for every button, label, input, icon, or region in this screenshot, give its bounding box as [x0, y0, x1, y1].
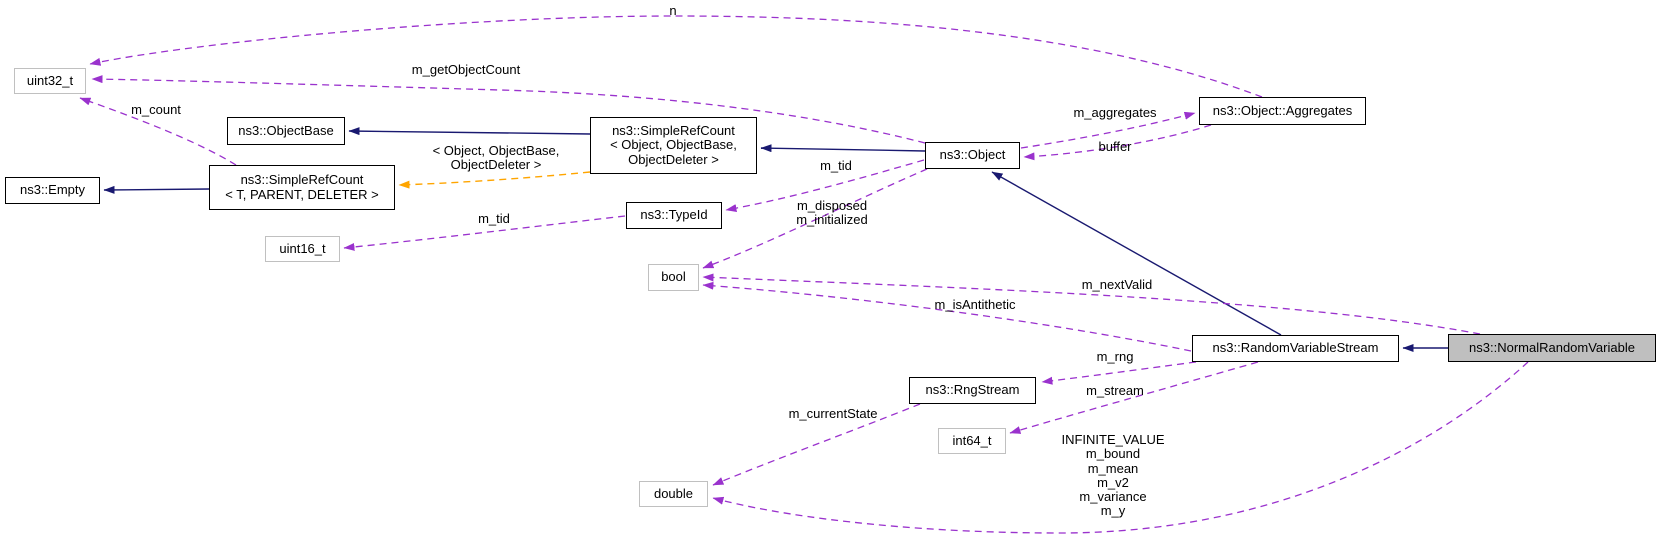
edge-label-m-disposed-initialized: m_disposed m_initialized [796, 198, 868, 228]
edge-m-tid-typeid [343, 215, 626, 251]
edge-label-m-nextvalid: m_nextValid [1081, 277, 1153, 292]
node-ns3-rngstream[interactable]: ns3::RngStream [909, 377, 1036, 404]
edge-label-m-rng: m_rng [1096, 349, 1134, 364]
edge-m-rng [1041, 361, 1197, 385]
edge-m-tid-object [725, 159, 925, 213]
edge-m-aggregates [1020, 111, 1196, 149]
edge-label-buffer: buffer [1098, 139, 1132, 154]
edge-m-getObjectCount [91, 75, 926, 144]
node-uint16-t: uint16_t [265, 236, 340, 262]
node-ns3-empty[interactable]: ns3::Empty [5, 177, 100, 204]
edge-inherit-rvs-to-object [991, 171, 1282, 336]
edge-label-m-stream: m_stream [1086, 383, 1144, 398]
node-ns3-objectbase[interactable]: ns3::ObjectBase [227, 117, 345, 145]
edge-n [89, 15, 1263, 98]
edge-inherit-srcObj-to-objectbase [348, 127, 591, 136]
node-ns3-typeid[interactable]: ns3::TypeId [626, 202, 722, 229]
edge-label-m-getobjectcount: m_getObjectCount [411, 62, 521, 77]
node-int64-t: int64_t [938, 428, 1006, 454]
edge-m-isAntithetic [702, 281, 1192, 352]
edge-buffer [1023, 124, 1212, 161]
node-simplerefcount-object[interactable]: ns3::SimpleRefCount < Object, ObjectBase… [590, 117, 757, 174]
edge-m-nextValid [702, 273, 1481, 335]
node-double: double [639, 481, 708, 507]
node-bool: bool [648, 264, 699, 291]
edge-m-currentState [712, 403, 921, 486]
node-uint32-t: uint32_t [14, 68, 86, 94]
node-ns3-normalrandomvariable: ns3::NormalRandomVariable [1448, 334, 1656, 362]
node-simplerefcount-t-parent-deleter[interactable]: ns3::SimpleRefCount < T, PARENT, DELETER… [209, 165, 395, 210]
node-ns3-randomvariablestream[interactable]: ns3::RandomVariableStream [1192, 335, 1399, 362]
node-ns3-object-aggregates[interactable]: ns3::Object::Aggregates [1199, 97, 1366, 125]
edge-label-m-aggregates: m_aggregates [1073, 105, 1157, 120]
edge-inherit-object-to-srcObj [760, 144, 926, 153]
edge-m-stream [1009, 361, 1259, 434]
node-ns3-object[interactable]: ns3::Object [925, 142, 1020, 169]
edge-label-m-tid-typeid: m_tid [478, 211, 510, 226]
edge-m-disposed-initialized [702, 168, 928, 269]
edge-template-srcObj-to-srcT [398, 171, 591, 189]
edge-m-count [79, 97, 237, 166]
edge-normal-members [712, 361, 1529, 534]
edge-label-m-count: m_count [131, 102, 181, 117]
edge-label-m-isantithetic: m_isAntithetic [934, 297, 1016, 312]
edge-label-n: n [669, 3, 677, 18]
edge-label-m-tid-object: m_tid [820, 158, 852, 173]
edge-inherit-srcT-to-empty [103, 185, 210, 194]
edge-label-m-currentstate: m_currentState [788, 406, 878, 421]
edge-label-template-args: < Object, ObjectBase, ObjectDeleter > [432, 143, 560, 173]
edge-label-normal-members: INFINITE_VALUE m_bound m_mean m_v2 m_var… [1061, 432, 1165, 519]
